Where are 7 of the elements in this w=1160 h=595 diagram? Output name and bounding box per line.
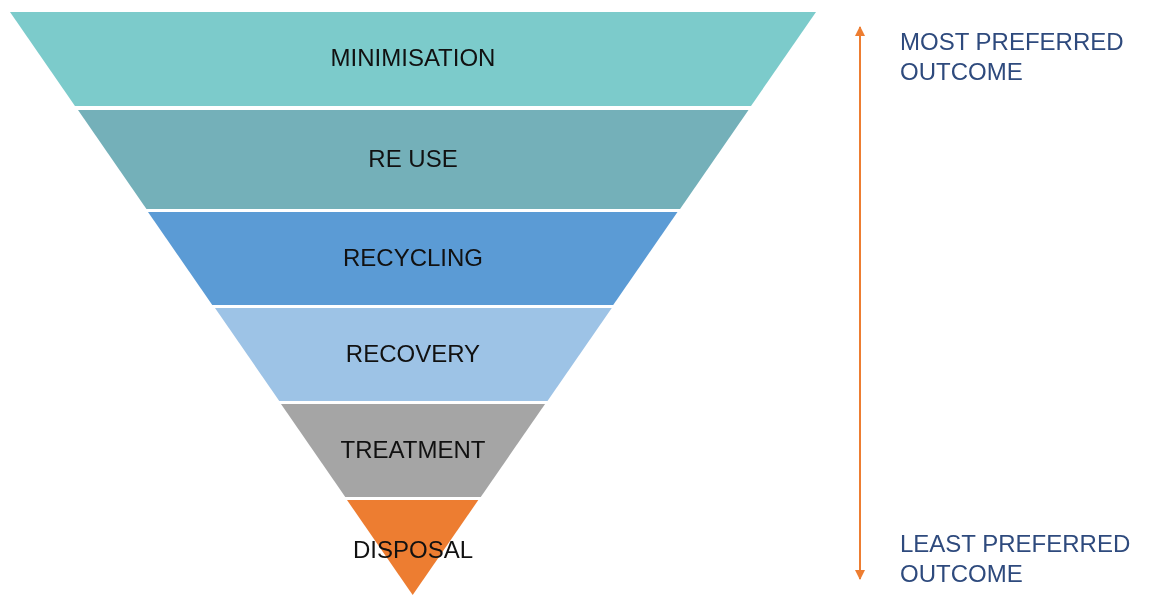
level-label: RECOVERY (345, 339, 481, 368)
outcome-label: MOST PREFERRED OUTCOME (900, 27, 1125, 87)
level-label: RECYCLING (342, 243, 483, 272)
level-label: MINIMISATION (330, 44, 496, 72)
level-label: TREATMENT (340, 435, 486, 464)
level-label: RE USE (368, 144, 458, 173)
outcome-label: LEAST PREFERRED OUTCOME (900, 529, 1132, 589)
